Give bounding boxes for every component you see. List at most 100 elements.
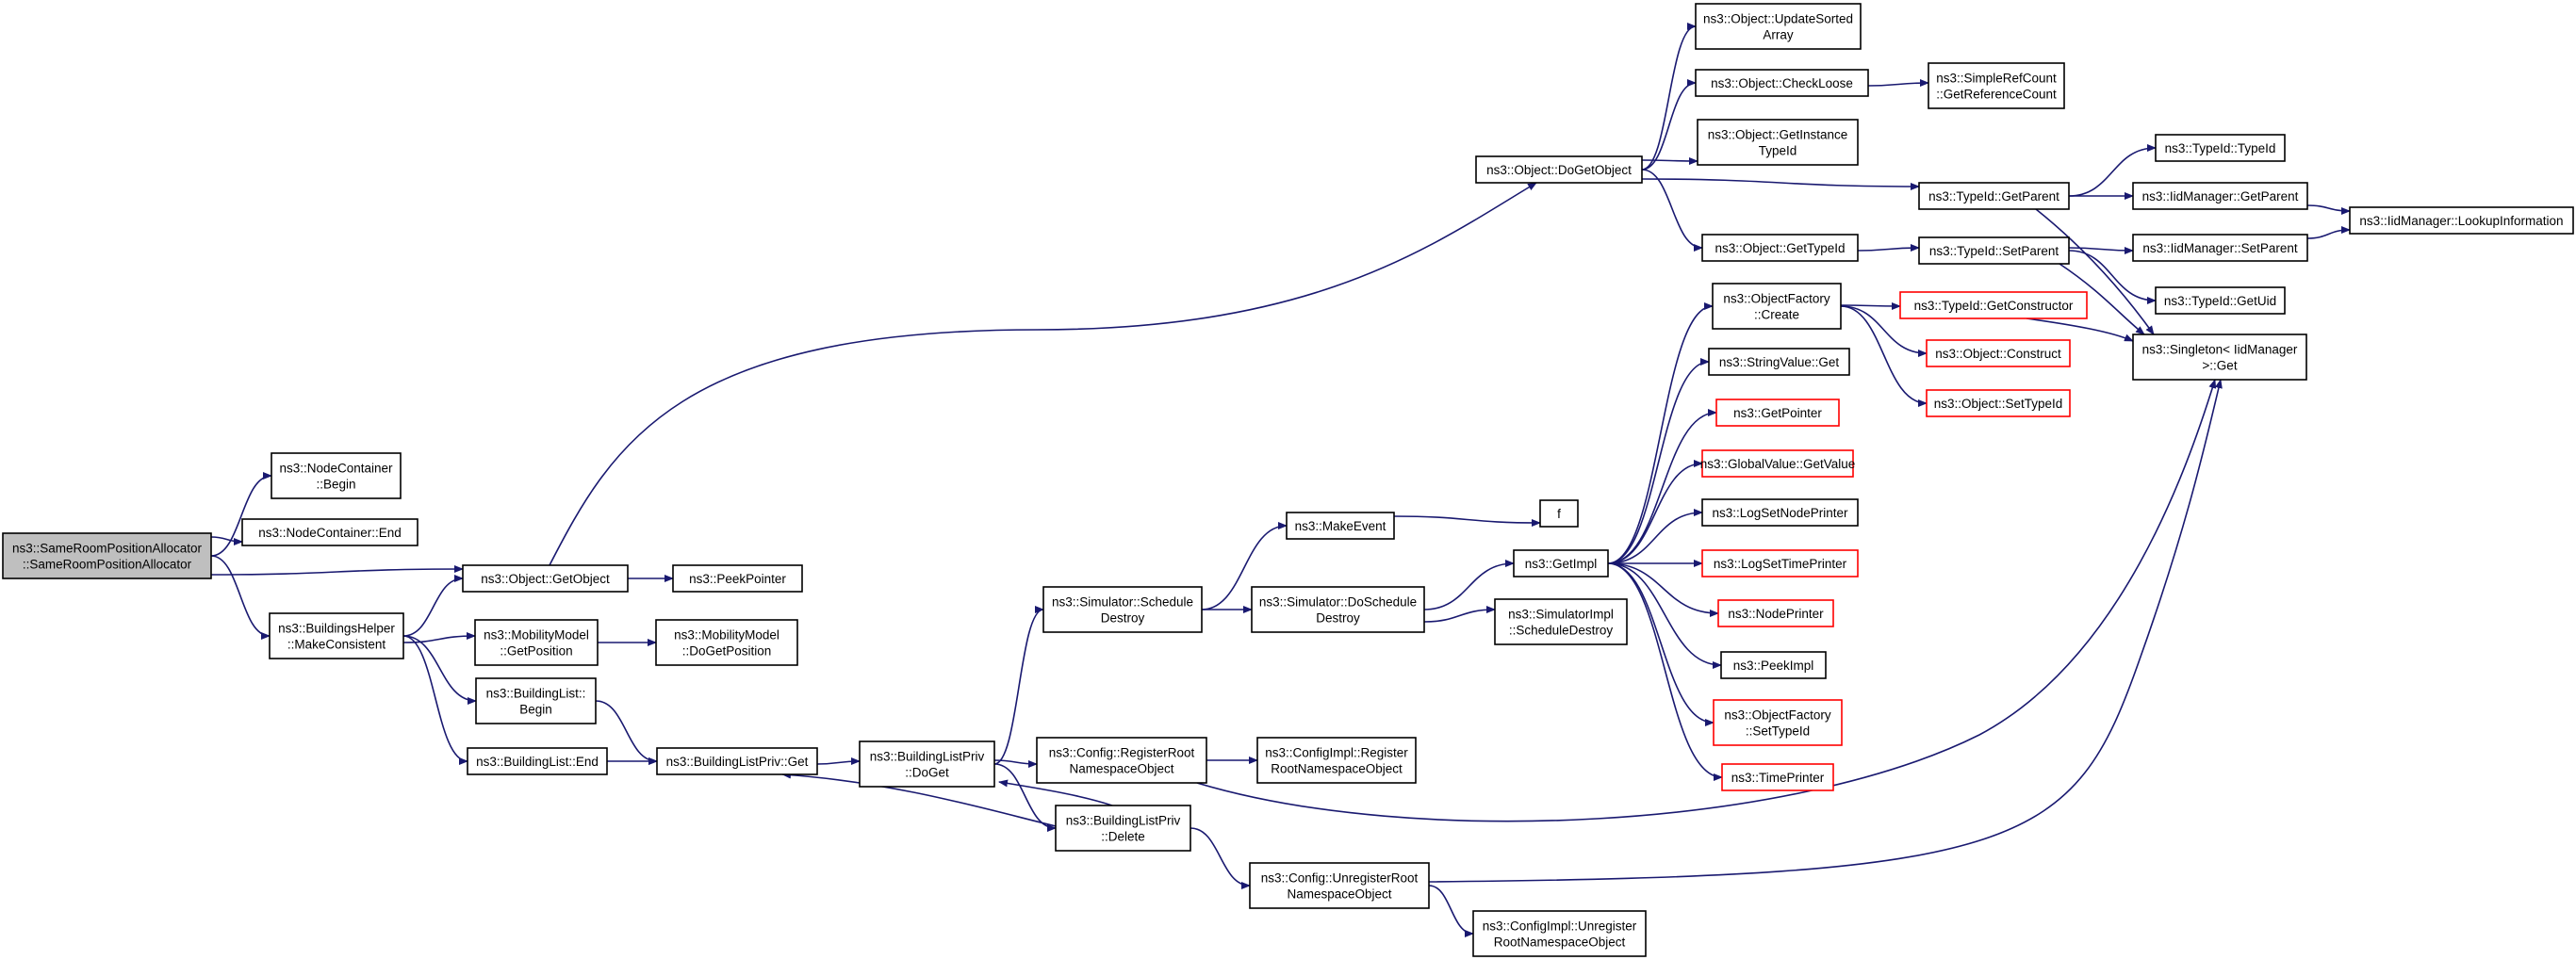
node-box <box>1055 805 1191 852</box>
call-edge-tid_getparent-to-singleton_get <box>2035 208 2155 335</box>
call-edge-obj_dogetobject-to-obj_updatesorted <box>1641 23 1697 171</box>
graph-node-nc_begin[interactable]: ns3::NodeContainer::Begin <box>271 452 402 499</box>
node-box <box>1249 862 1430 909</box>
node-box <box>475 677 597 724</box>
graph-node-tid_setparent[interactable]: ns3::TypeId::SetParent <box>1918 236 2070 265</box>
node-box <box>1701 498 1859 527</box>
graph-node-obj_gettypeid[interactable]: ns3::Object::GetTypeId <box>1701 234 1859 262</box>
graph-node-obj_dogetobject[interactable]: ns3::Object::DoGetObject <box>1475 155 1643 184</box>
graph-node-blp_doget[interactable]: ns3::BuildingListPriv::DoGet <box>859 740 995 788</box>
call-edge-obj_checkloose-to-src_getrefcount <box>1867 79 1929 88</box>
call-edge-getimpl-to-logsetnodeprinter <box>1607 509 1703 564</box>
graph-node-of_create[interactable]: ns3::ObjectFactory::Create <box>1712 283 1842 330</box>
graph-node-sim_scheduledestroy[interactable]: ns3::Simulator::ScheduleDestroy <box>1042 586 1203 633</box>
node-box <box>269 612 404 659</box>
call-edge-obj_getobject-to-obj_dogetobject <box>549 182 1537 566</box>
node-box <box>1712 283 1842 330</box>
graph-node-blp_get[interactable]: ns3::BuildingListPriv::Get <box>656 747 818 775</box>
graph-node-bl_end[interactable]: ns3::BuildingList::End <box>467 747 608 775</box>
graph-node-globalvalue_getvalue[interactable]: ns3::GlobalValue::GetValue <box>1700 449 1856 478</box>
graph-node-obj_construct[interactable]: ns3::Object::Construct <box>1926 339 2071 367</box>
graph-node-obj_getobject[interactable]: ns3::Object::GetObject <box>462 564 629 593</box>
call-edge-getimpl-to-stringvalue_get <box>1607 358 1710 564</box>
graph-node-obj_checkloose[interactable]: ns3::Object::CheckLoose <box>1695 69 1869 97</box>
node-label: ns3::GlobalValue::GetValue <box>1700 457 1856 471</box>
call-edge-of_create-to-tid_getconstructor <box>1840 301 1901 310</box>
graph-node-stringvalue_get[interactable]: ns3::StringValue::Get <box>1708 348 1850 376</box>
node-box <box>1899 291 2088 319</box>
graph-node-logsettimeprinter[interactable]: ns3::LogSetTimePrinter <box>1701 549 1859 578</box>
graph-node-nodeprinter[interactable]: ns3::NodePrinter <box>1717 599 1834 627</box>
graph-node-cfgimpl_registerroot[interactable]: ns3::ConfigImpl::RegisterRootNamespaceOb… <box>1256 737 1417 784</box>
graph-node-mm_getposition[interactable]: ns3::MobilityModel::GetPosition <box>474 619 599 666</box>
node-box <box>467 747 608 775</box>
node-label: ns3::Config::UnregisterRoot <box>1261 871 1419 886</box>
edge-layer <box>210 23 2351 937</box>
node-label: NamespaceObject <box>1069 762 1173 776</box>
graph-node-iid_setparent[interactable]: ns3::IidManager::SetParent <box>2132 234 2308 262</box>
graph-node-simimpl_scheduledestroy[interactable]: ns3::SimulatorImpl::ScheduleDestroy <box>1494 598 1628 645</box>
call-edge-tid_getconstructor-to-singleton_get <box>2026 317 2134 342</box>
graph-node-tid_getuid[interactable]: ns3::TypeId::GetUid <box>2155 286 2286 315</box>
graph-node-iid_getparent[interactable]: ns3::IidManager::GetParent <box>2132 182 2308 210</box>
graph-node-bh_makeconsistent[interactable]: ns3::BuildingsHelper::MakeConsistent <box>269 612 404 659</box>
node-label: ns3::PeekImpl <box>1733 659 1814 673</box>
node-box <box>2132 334 2307 381</box>
node-label: ns3::LogSetNodePrinter <box>1712 506 1848 520</box>
graph-node-getimpl[interactable]: ns3::GetImpl <box>1513 549 1609 578</box>
node-label: ns3::LogSetTimePrinter <box>1714 557 1847 571</box>
call-edge-cfg_registerroot-to-singleton_get <box>1196 379 2217 822</box>
node-box <box>1695 3 1862 50</box>
call-edge-blp_delete-to-blp_get <box>781 771 1057 827</box>
node-label: Begin <box>519 703 552 717</box>
graph-node-peekimpl[interactable]: ns3::PeekImpl <box>1720 651 1827 679</box>
node-box <box>1717 599 1834 627</box>
call-edge-root-to-nc_begin <box>210 472 272 557</box>
call-edge-bl_begin-to-blp_get <box>595 700 658 765</box>
node-box <box>2349 206 2574 235</box>
graph-node-tid_getparent[interactable]: ns3::TypeId::GetParent <box>1918 182 2070 210</box>
graph-node-tid_getconstructor[interactable]: ns3::TypeId::GetConstructor <box>1899 291 2088 319</box>
graph-node-logsetnodeprinter[interactable]: ns3::LogSetNodePrinter <box>1701 498 1859 527</box>
node-box <box>1475 155 1643 184</box>
node-label: TypeId <box>1759 144 1797 158</box>
node-layer: ns3::SameRoomPositionAllocator::SameRoom… <box>2 3 2574 957</box>
graph-node-timeprinter[interactable]: ns3::TimePrinter <box>1721 763 1834 791</box>
node-label: ns3::TimePrinter <box>1731 771 1825 785</box>
graph-node-bl_begin[interactable]: ns3::BuildingList::Begin <box>475 677 597 724</box>
node-box <box>1926 339 2071 367</box>
graph-node-tid_typeid[interactable]: ns3::TypeId::TypeId <box>2155 134 2286 162</box>
node-label: ns3::NodeContainer <box>279 462 393 476</box>
graph-node-obj_settypeid[interactable]: ns3::Object::SetTypeId <box>1926 389 2071 417</box>
graph-node-singleton_get[interactable]: ns3::Singleton< IidManager >::Get <box>2132 334 2307 381</box>
node-label: ns3::ConfigImpl::Unregister <box>1483 919 1637 934</box>
graph-node-peekpointer[interactable]: ns3::PeekPointer <box>672 564 803 593</box>
call-edge-cfg_unregisterroot-to-cfgimpl_unregister <box>1428 885 1474 937</box>
node-box <box>2132 182 2308 210</box>
graph-node-cfgimpl_unregister[interactable]: ns3::ConfigImpl::UnregisterRootNamespace… <box>1472 910 1647 957</box>
graph-node-mm_dogetposition[interactable]: ns3::MobilityModel::DoGetPosition <box>655 619 798 666</box>
graph-node-of_settypeid[interactable]: ns3::ObjectFactory::SetTypeId <box>1713 699 1843 746</box>
call-edge-sim_doscheduledestroy-to-getimpl <box>1423 560 1515 610</box>
graph-node-src_getrefcount[interactable]: ns3::SimpleRefCount::GetReferenceCount <box>1928 62 2065 109</box>
call-edge-getimpl-to-getpointer <box>1607 409 1717 564</box>
graph-node-getpointer[interactable]: ns3::GetPointer <box>1715 399 1840 427</box>
node-box <box>1697 119 1859 166</box>
graph-node-nc_end[interactable]: ns3::NodeContainer::End <box>241 518 418 546</box>
node-label: Destroy <box>1316 611 1360 626</box>
call-edge-getimpl-to-nodeprinter <box>1607 562 1719 617</box>
graph-node-makeevent[interactable]: ns3::MakeEvent <box>1286 512 1395 540</box>
graph-node-f[interactable]: f <box>1539 499 1579 528</box>
node-box <box>2 532 212 579</box>
node-box <box>1701 549 1859 578</box>
graph-node-blp_delete[interactable]: ns3::BuildingListPriv::Delete <box>1055 805 1191 852</box>
graph-node-iid_lookup[interactable]: ns3::IidManager::LookupInformation <box>2349 206 2574 235</box>
node-label: ns3::BuildingsHelper <box>278 622 395 636</box>
call-edge-tid_setparent-to-singleton_get <box>2059 263 2145 335</box>
graph-node-cfg_unregisterroot[interactable]: ns3::Config::UnregisterRootNamespaceObje… <box>1249 862 1430 909</box>
node-box <box>1256 737 1417 784</box>
